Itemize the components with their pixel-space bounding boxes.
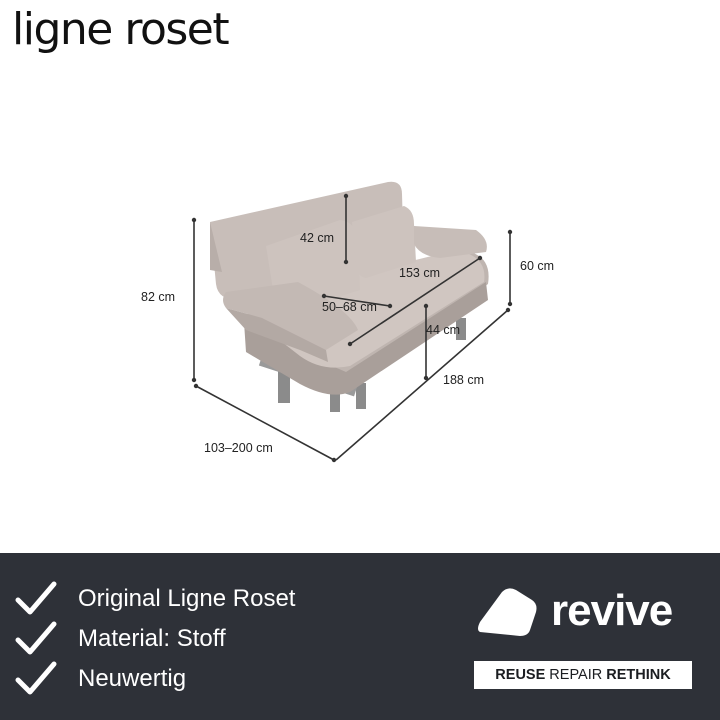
dimension-width-label: 188 cm [443,373,484,387]
brand-logo: ligne roset [12,4,230,55]
checkmark-icon [15,621,57,655]
product-image [191,181,513,463]
feature-text: Neuwertig [78,665,187,692]
feature-text: Material: Stoff [78,625,226,652]
dimension-armrest-height-label: 60 cm [520,259,555,273]
dimension-seat-depth-label: 50–68 cm [322,300,377,314]
dimension-seat-height-label: 44 cm [426,323,461,337]
revive-logo: revive [476,586,696,636]
feature-item: Original Ligne Roset [14,580,295,618]
footer-banner: Original Ligne Roset Material: Stoff Neu… [0,553,720,720]
dimension-back-height-label: 42 cm [300,231,335,245]
dimension-depth-label: 103–200 cm [204,441,273,455]
tagline-box: REUSE REPAIR RETHINK [474,661,692,689]
tagline-rethink: RETHINK [606,667,671,683]
checkmark-icon [15,661,57,695]
revive-wordmark: revive [551,586,673,635]
feature-item: Material: Stoff [14,620,226,658]
tagline-repair: REPAIR [549,667,603,683]
feature-text: Original Ligne Roset [78,585,296,612]
dimension-height-label: 82 cm [141,290,176,304]
tagline-reuse: REUSE [495,667,546,683]
feature-item: Neuwertig [14,660,186,698]
checkmark-icon [15,581,57,615]
revive-shape-icon [478,588,537,636]
dimension-seat-width-label: 153 cm [399,266,440,280]
